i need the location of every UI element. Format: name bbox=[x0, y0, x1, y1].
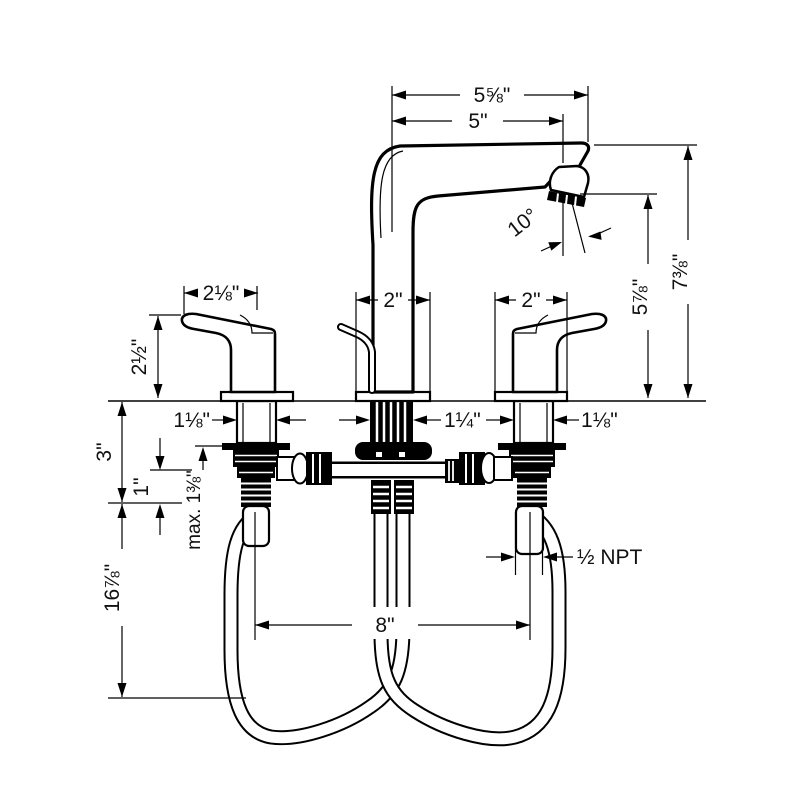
dim-label-center-shank: 1¼" bbox=[444, 409, 481, 432]
dim-label-spout-reach: 5" bbox=[468, 110, 487, 133]
left-valve-below-deck bbox=[222, 399, 332, 507]
above-deck-assembly bbox=[180, 141, 608, 403]
dim-label-spout-base-width: 2" bbox=[383, 289, 402, 312]
dim-label-overall-height: 7⅜" bbox=[669, 254, 692, 291]
dim-label-right-shank: 1⅛" bbox=[581, 409, 618, 432]
center-shank bbox=[370, 402, 413, 442]
right-supply-hose-loop bbox=[373, 498, 567, 747]
center-hose-fittings bbox=[371, 480, 414, 514]
dim-label-shank-length: 3" bbox=[93, 442, 116, 461]
dim-label-hose-drop-length: 16⅞" bbox=[101, 564, 124, 612]
dim-label-handle-height: 2½" bbox=[128, 339, 151, 376]
dim-label-supply-connection: ½ NPT bbox=[577, 546, 643, 569]
dim-label-faucet-spread: 8" bbox=[375, 614, 394, 637]
dimension-graphics: 5⅝" 5" 7⅜" 5⅞" 10° 2⅛" 2½" 2" 2" 1⅛" 1¼"… bbox=[93, 84, 697, 699]
left-handle bbox=[180, 312, 277, 394]
dim-label-thread-length: 1" bbox=[130, 477, 153, 496]
dim-label-left-shank: 1⅛" bbox=[173, 409, 210, 432]
dimension-labels: 5⅝" 5" 7⅜" 5⅞" 10° 2⅛" 2½" 2" 2" 1⅛" 1¼"… bbox=[93, 84, 692, 637]
dim-label-handle-length: 2⅛" bbox=[203, 282, 240, 305]
left-hose-end-fitting bbox=[241, 504, 271, 548]
dim-label-spray-angle: 10° bbox=[503, 204, 542, 242]
dim-label-spout-overhang: 5⅝" bbox=[474, 84, 511, 107]
left-handle-escutcheon bbox=[219, 390, 295, 403]
center-mounting-block bbox=[355, 442, 432, 460]
dim-label-max-deck-thickness: max. 1⅜" bbox=[184, 470, 205, 550]
right-valve-below-deck bbox=[445, 399, 566, 507]
below-deck-assembly bbox=[222, 399, 567, 747]
right-handle-escutcheon bbox=[493, 390, 569, 403]
dim-label-handle-base-width: 2" bbox=[521, 289, 540, 312]
dim-label-spout-outlet-height: 5⅞" bbox=[629, 279, 652, 316]
right-handle bbox=[511, 312, 608, 394]
pop-up-rod bbox=[337, 323, 376, 394]
spout-head bbox=[547, 164, 590, 207]
